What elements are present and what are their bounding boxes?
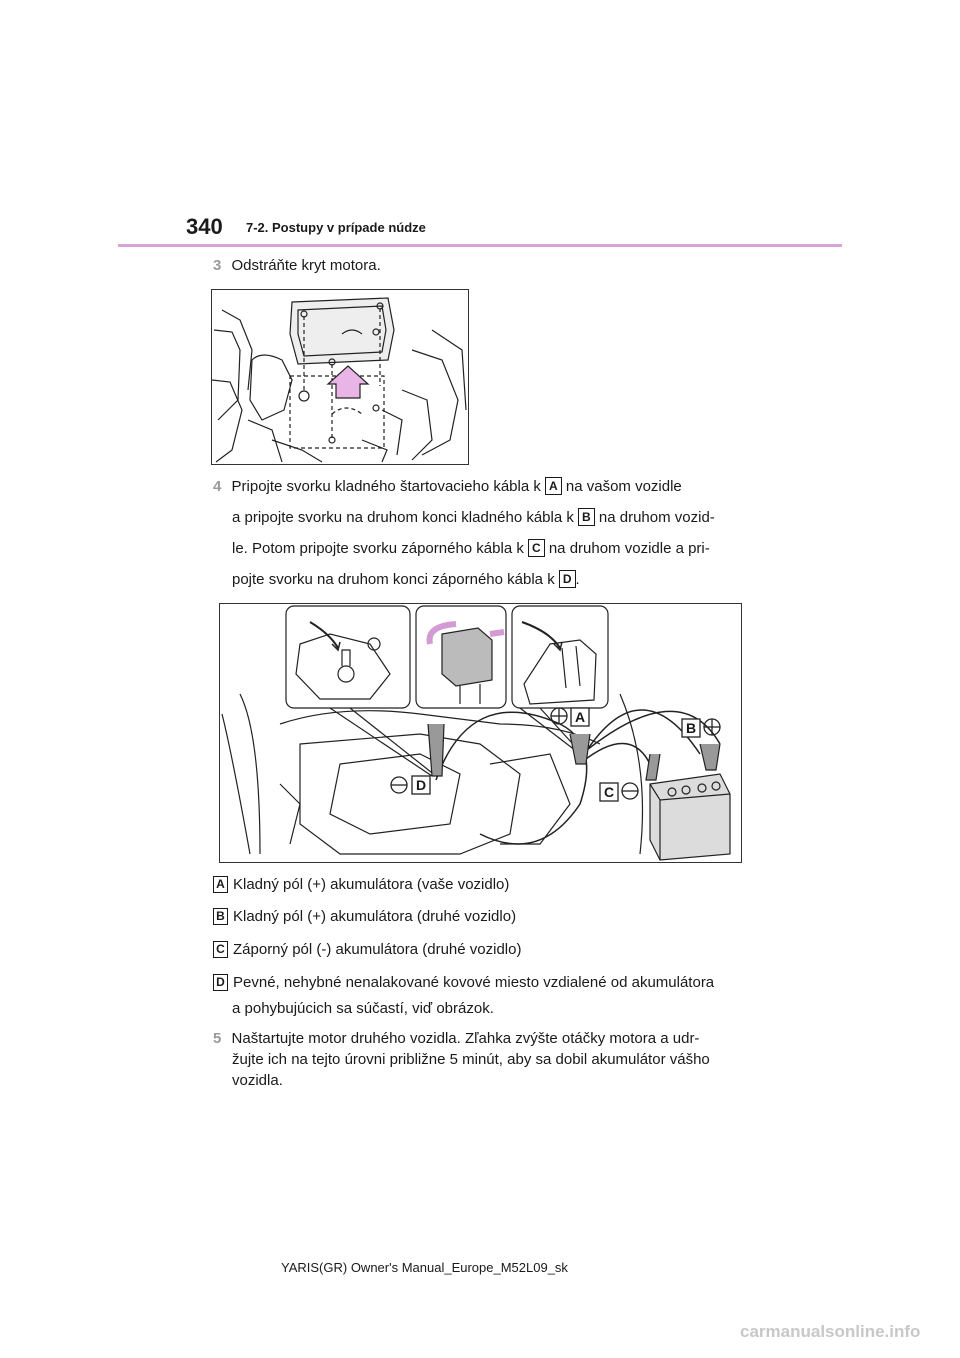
step-5-line-3: vozidla. [232,1072,283,1089]
legend-text-d: Pevné, nehybné nenalakované kovové miest… [233,974,715,991]
step-4-line-1: 4 Pripojte svorku kladného štartovacieho… [213,471,682,502]
figure-label-b: B [686,720,696,736]
step-4-text-2a: a pripojte svorku na druhom konci kladné… [232,509,574,526]
section-title: 7-2. Postupy v prípade núdze [246,220,426,235]
step-3-text: Odstráňte kryt motora. [231,257,381,274]
page-number: 340 [186,214,223,239]
figure-label-d: D [416,777,426,793]
legend-item-d: D Pevné, nehybné nenalakované kovové mies… [213,970,714,996]
step-4-text-1a: Pripojte svorku kladného štartovacieho k… [231,478,541,495]
up-arrow-icon [326,365,370,399]
step-5-number: 5 [213,1030,222,1047]
jump-start-drawing: A B C D [221,605,731,861]
legend-item-d-line-2: a pohybujúcich sa súčastí, viď obrázok. [232,1000,494,1017]
legend-box-c: C [213,941,228,958]
engine-cover-drawing [211,297,467,463]
step-4-text-3a: le. Potom pripojte svorku záporného kábl… [232,540,524,557]
step-4-line-2: a pripojte svorku na druhom konci kladné… [232,502,715,533]
step-4-text-4a: pojte svorku na druhom konci záporného k… [232,571,555,588]
header-rule [118,244,842,247]
step-5-line-2: žujte ich na tejto úrovni približne 5 mi… [232,1051,710,1068]
step-4-text-3b: na druhom vozidle a pri- [548,540,710,557]
label-box-b: B [578,508,595,526]
label-box-d: D [558,570,576,588]
legend-text-a: Kladný pól (+) akumulátora (vaše vozidlo… [233,876,510,893]
footer-text: YARIS(GR) Owner's Manual_Europe_M52L09_s… [281,1260,568,1275]
step-3-number: 3 [213,257,222,274]
legend-item-b: B Kladný pól (+) akumulátora (druhé vozid… [213,904,516,930]
legend-box-b: B [213,908,228,925]
legend-box-a: A [213,876,228,893]
legend-box-d: D [213,974,228,991]
step-3: 3 Odstráňte kryt motora. [213,256,381,276]
engine-cover-illustration [211,289,469,465]
legend-item-c: C Záporný pól (-) akumulátora (druhé vozi… [213,937,521,963]
step-4-line-4: pojte svorku na druhom konci záporného k… [232,564,580,595]
legend-text-b: Kladný pól (+) akumulátora (druhé vozidl… [233,908,517,925]
step-4-text-4b: . [575,571,580,588]
step-4-text-2b: na druhom vozid- [598,509,715,526]
label-box-a: A [545,477,562,495]
legend-text-c: Záporný pól (-) akumulátora (druhé vozid… [233,941,522,958]
step-4-line-3: le. Potom pripojte svorku záporného kábl… [232,533,710,564]
step-4-number: 4 [213,478,222,495]
step-4-text-1b: na vašom vozidle [565,478,682,495]
step-5-line-1: 5 Naštartujte motor druhého vozidla. Zľa… [213,1029,699,1049]
watermark[interactable]: carmanualsonline.info [740,1322,921,1341]
step-5-text-1: Naštartujte motor druhého vozidla. Zľahk… [231,1030,700,1047]
jump-start-illustration: A B C D [219,603,742,863]
label-box-c: C [528,539,545,557]
figure-label-c: C [604,784,614,800]
legend-item-a: A Kladný pól (+) akumulátora (vaše vozidl… [213,872,509,898]
figure-label-a: A [575,709,585,725]
